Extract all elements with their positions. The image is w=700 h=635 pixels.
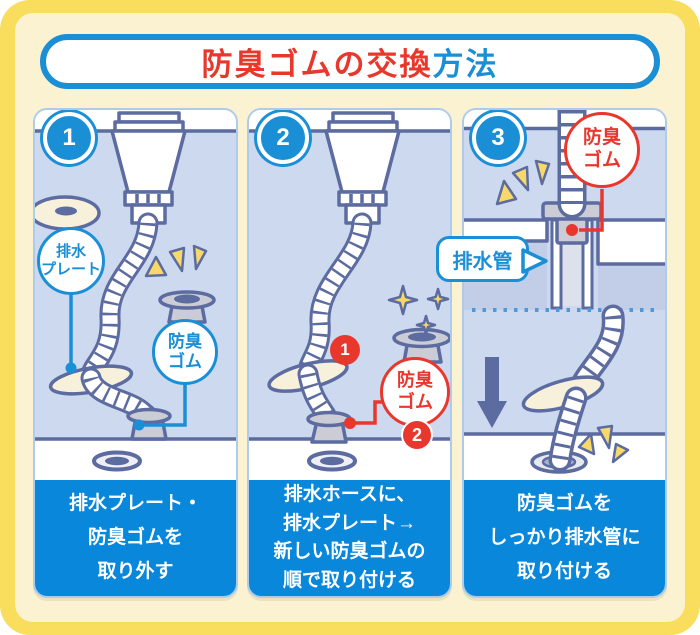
drain-pipe-label: 排水管: [436, 236, 548, 282]
step2-illustration: [249, 110, 450, 484]
emphasis-icon: [577, 424, 630, 464]
order-badge-1: 1: [330, 335, 360, 365]
drain-hose-icon: [80, 212, 159, 385]
step-panel-1: 1 排水 プレート 防臭 ゴム 排水プレート・ 防臭ゴムを 取り外す: [33, 108, 238, 598]
odor-rubber-on-hose: [306, 410, 352, 444]
bubble-pointer-icon: [521, 248, 548, 274]
odor-rubber-label: 防臭 ゴム: [152, 319, 218, 385]
step-number-badge: 1: [43, 112, 95, 164]
order-badge-2: 2: [401, 419, 433, 451]
emphasis-icon: [144, 244, 208, 278]
drain-hose-icon: [297, 212, 373, 381]
step1-illustration: [35, 110, 236, 484]
odor-rubber-icon: [158, 290, 216, 324]
leader-line: [579, 189, 604, 232]
floor-drain-icon: [307, 450, 357, 472]
drain-plate-icon: [35, 195, 101, 231]
sparkle-icon: [387, 284, 450, 336]
step-number-badge: 3: [472, 112, 524, 164]
title-banner: 防臭ゴムの交換方法: [40, 34, 660, 89]
odor-rubber-label: 防臭 ゴム: [380, 357, 450, 427]
odor-rubber-label: 防臭 ゴム: [564, 112, 640, 188]
odor-rubber-icon: [392, 327, 450, 364]
down-arrow-icon: [477, 357, 507, 428]
page-title-highlight: 防臭ゴムの交換: [201, 47, 433, 82]
step-panel-2: 2 1 防臭 ゴム 2 排水ホースに、 排水プレート→ 新しい防臭ゴムの 順で取…: [247, 108, 452, 598]
leader-line: [350, 400, 382, 425]
step-number-badge: 2: [257, 112, 309, 164]
drain-plate-label: 排水 プレート: [37, 227, 105, 295]
page-title-rest: 方法: [432, 47, 499, 82]
step-panel-3: 3 防臭 ゴム 防臭ゴムを しっかり排水管に 取り付ける: [462, 108, 667, 598]
floor-slabs: [464, 218, 665, 266]
leader-lines: [69, 293, 187, 427]
step3-caption: 防臭ゴムを しっかり排水管に 取り付ける: [464, 480, 665, 596]
step2-caption: 排水ホースに、 排水プレート→ 新しい防臭ゴムの 順で取り付ける: [249, 480, 450, 596]
odor-rubber-on-hose: [126, 407, 172, 441]
floor-drain-icon: [92, 450, 142, 472]
emphasis-icon: [495, 159, 551, 206]
step1-caption: 排水プレート・ 防臭ゴムを 取り外す: [35, 480, 236, 596]
